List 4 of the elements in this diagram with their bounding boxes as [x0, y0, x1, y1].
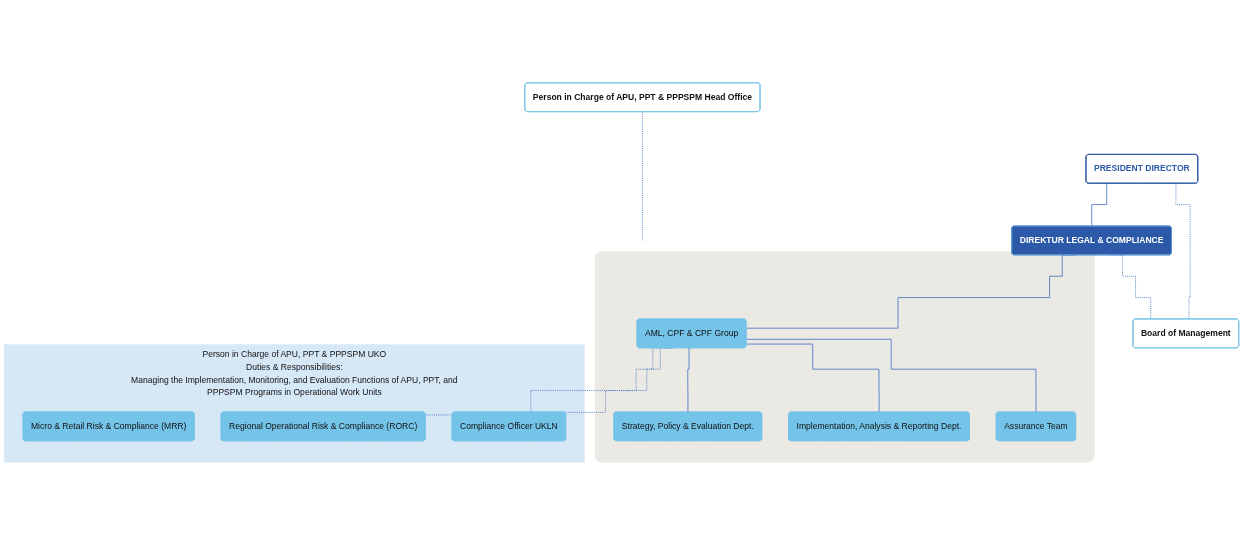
connector — [746, 343, 880, 413]
connector — [746, 338, 1037, 413]
connector — [642, 111, 643, 241]
connector — [687, 347, 691, 413]
